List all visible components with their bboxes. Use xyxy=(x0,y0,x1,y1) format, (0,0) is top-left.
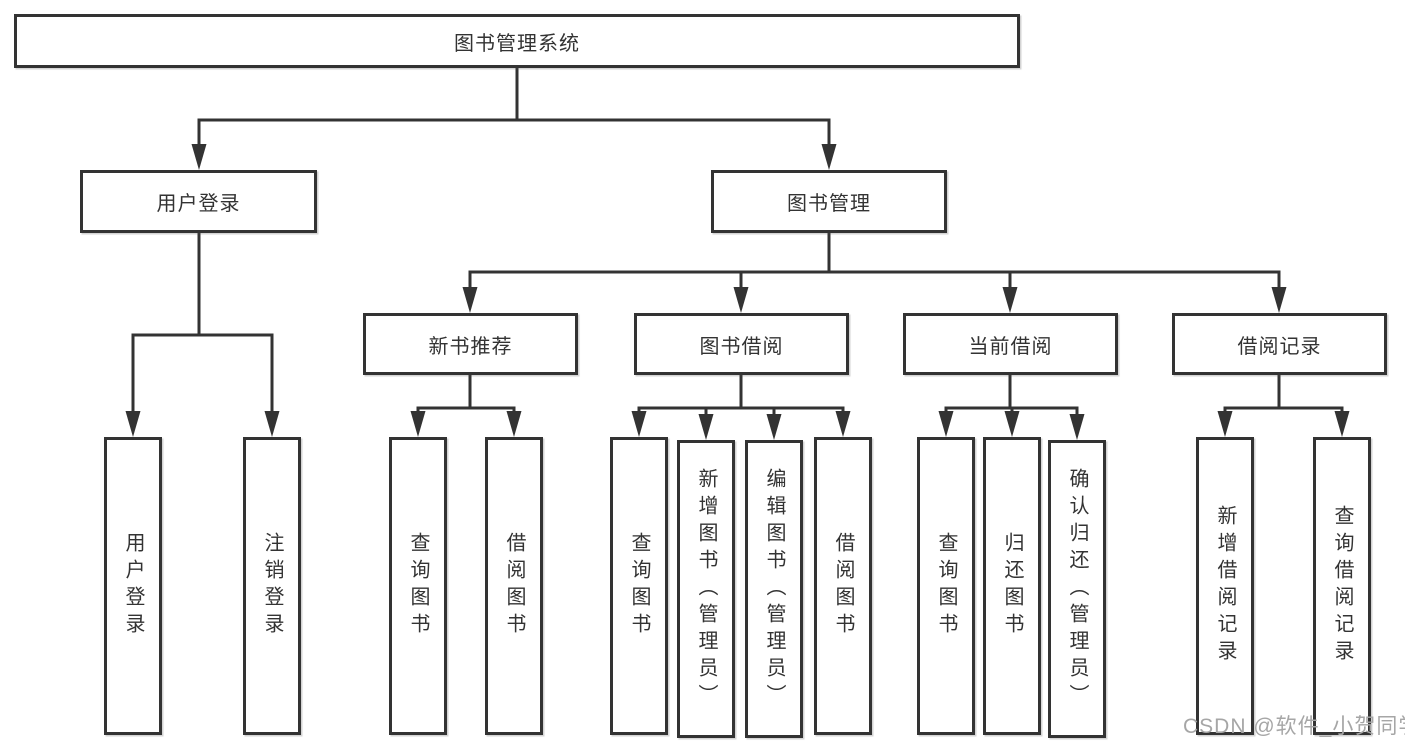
node-new-book-recommend: 新书推荐 xyxy=(363,313,578,375)
leaf-label: 新增图书（管理员） xyxy=(695,467,717,711)
arrowheads xyxy=(125,144,1350,440)
node-label: 当前借阅 xyxy=(968,335,1053,358)
leaf-add-books-admin: 新增图书（管理员） xyxy=(677,440,735,738)
leaf-user-login: 用户登录 xyxy=(104,437,162,735)
leaf-edit-books-admin: 编辑图书（管理员） xyxy=(745,440,803,738)
leaf-label: 编辑图书（管理员） xyxy=(763,467,785,711)
node-book-borrow: 图书借阅 xyxy=(634,313,849,375)
leaf-label: 查询借阅记录 xyxy=(1331,505,1353,667)
leaf-confirm-return-admin: 确认归还（管理员） xyxy=(1048,440,1106,738)
node-label: 用户登录 xyxy=(156,193,241,215)
leaf-label: 用户登录 xyxy=(122,532,144,640)
leaf-label: 查询图书 xyxy=(935,532,957,640)
leaf-borrow-books: 借阅图书 xyxy=(814,437,872,735)
leaf-borrow-books-recommend: 借阅图书 xyxy=(485,437,543,735)
node-borrow-records: 借阅记录 xyxy=(1172,313,1387,375)
node-user-login: 用户登录 xyxy=(80,170,317,233)
leaf-label: 确认归还（管理员） xyxy=(1066,467,1088,711)
leaf-label: 新增借阅记录 xyxy=(1214,505,1236,667)
leaf-label: 借阅图书 xyxy=(832,532,854,640)
node-current-borrow: 当前借阅 xyxy=(903,313,1118,375)
csdn-watermark: CSDN @软件_小贺同学 xyxy=(1183,715,1405,738)
leaf-return-books: 归还图书 xyxy=(983,437,1041,735)
leaf-add-borrow-record: 新增借阅记录 xyxy=(1196,437,1254,735)
node-library-management-system: 图书管理系统 xyxy=(14,14,1020,68)
leaf-label: 注销登录 xyxy=(261,532,283,640)
leaf-query-books-borrow: 查询图书 xyxy=(610,437,668,735)
node-label: 图书管理 xyxy=(787,193,871,215)
leaf-label: 借阅图书 xyxy=(503,532,525,640)
leaf-label: 查询图书 xyxy=(407,532,429,640)
leaf-query-books-recommend: 查询图书 xyxy=(389,437,447,735)
leaf-label: 归还图书 xyxy=(1001,532,1023,640)
leaf-query-books-current: 查询图书 xyxy=(917,437,975,735)
node-label: 新书推荐 xyxy=(428,335,513,358)
node-label: 图书借阅 xyxy=(699,335,784,358)
node-book-management: 图书管理 xyxy=(711,170,947,233)
node-label: 借阅记录 xyxy=(1237,335,1322,358)
node-label: 图书管理系统 xyxy=(454,32,580,55)
leaf-query-borrow-record: 查询借阅记录 xyxy=(1313,437,1371,735)
leaf-logout-login: 注销登录 xyxy=(243,437,301,735)
leaf-label: 查询图书 xyxy=(628,532,650,640)
